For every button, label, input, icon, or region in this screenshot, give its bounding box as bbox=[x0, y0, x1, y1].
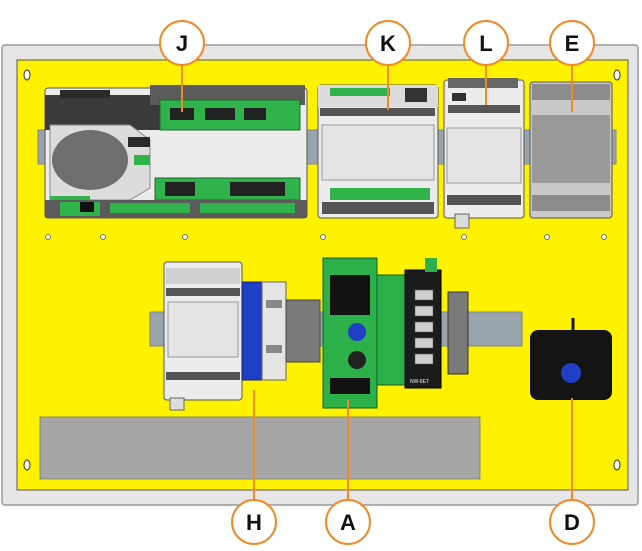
callout-l: L bbox=[464, 21, 508, 65]
callout-d-label: D bbox=[564, 510, 580, 535]
callout-e-label: E bbox=[565, 31, 580, 56]
mounting-hole-br bbox=[614, 460, 620, 470]
io-module-k bbox=[318, 85, 438, 218]
io-module-l bbox=[444, 78, 524, 228]
cable-duct bbox=[40, 417, 480, 479]
pressure-sensor-d bbox=[530, 318, 612, 400]
controller-board-j bbox=[45, 85, 307, 218]
callout-k-label: K bbox=[380, 31, 396, 56]
mounting-hole-bl bbox=[24, 460, 30, 470]
callout-l-label: L bbox=[479, 31, 492, 56]
mounting-hole-tl bbox=[24, 70, 30, 80]
callout-d: D bbox=[550, 500, 594, 544]
switch-label: NW-8ET bbox=[410, 379, 429, 385]
callout-a: A bbox=[326, 500, 370, 544]
callout-a-label: A bbox=[340, 510, 356, 535]
mounting-hole-tr bbox=[614, 70, 620, 80]
callout-e: E bbox=[550, 21, 594, 65]
callout-j: J bbox=[160, 21, 204, 65]
callout-h: H bbox=[232, 500, 276, 544]
callout-h-label: H bbox=[246, 510, 262, 535]
callout-j-label: J bbox=[176, 31, 188, 56]
callout-k: K bbox=[366, 21, 410, 65]
